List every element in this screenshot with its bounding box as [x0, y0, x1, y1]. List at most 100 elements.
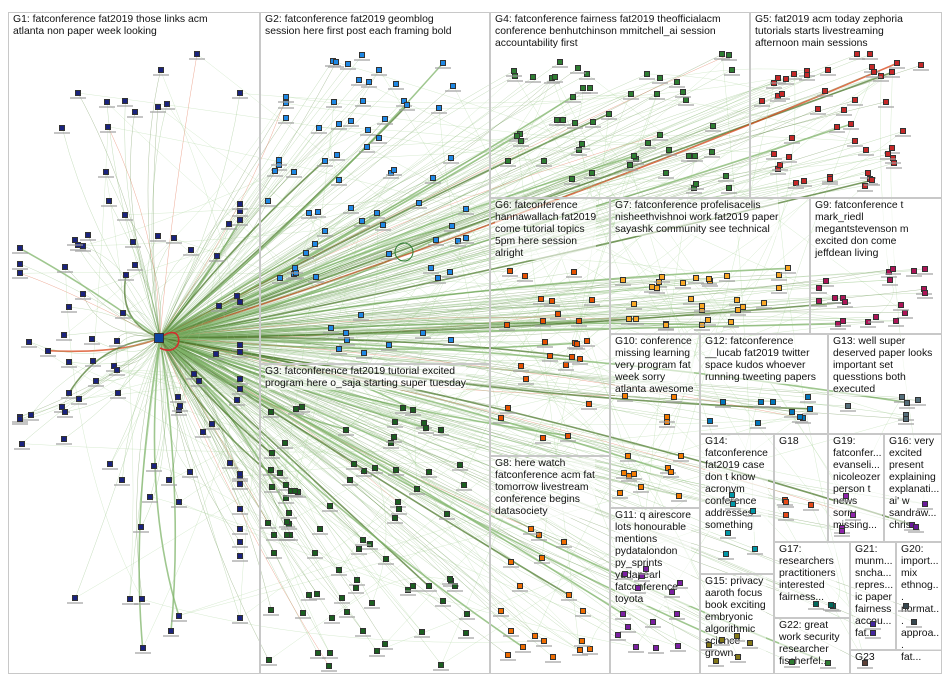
node-avatar — [705, 641, 712, 648]
node-avatar — [658, 273, 665, 280]
node-caption-mark — [535, 324, 552, 327]
node-caption-mark — [807, 607, 824, 610]
node-avatar — [902, 603, 909, 610]
node-avatar — [327, 325, 334, 332]
edge-line — [159, 306, 702, 339]
node-caption-mark — [342, 212, 359, 214]
node-avatar — [842, 299, 849, 306]
node-avatar — [621, 469, 627, 476]
node-caption-mark — [354, 635, 371, 638]
node-avatar — [692, 152, 699, 159]
node-avatar — [675, 492, 682, 499]
node-caption-mark — [84, 343, 101, 346]
node-avatar — [899, 128, 906, 135]
node-avatar — [709, 123, 716, 130]
node-avatar — [93, 377, 100, 384]
node-caption-mark — [578, 344, 595, 347]
edge-line — [159, 337, 575, 350]
node-avatar — [663, 322, 670, 329]
node-caption-mark — [276, 447, 293, 450]
edge-line — [159, 70, 808, 339]
node-caption-mark — [427, 243, 444, 246]
edge-line — [159, 155, 337, 339]
node-avatar — [175, 612, 182, 619]
node-avatar — [777, 162, 784, 169]
node-avatar — [166, 477, 173, 484]
node-caption-mark — [917, 296, 934, 299]
node-avatar — [282, 93, 289, 100]
edge-line — [159, 320, 579, 342]
node-avatar — [443, 510, 450, 517]
node-caption-mark — [649, 98, 666, 101]
node-caption-mark — [614, 284, 631, 287]
node-caption-mark — [133, 531, 150, 534]
node-avatar — [615, 631, 622, 638]
edge-line — [159, 337, 347, 431]
node-caption-mark — [778, 83, 795, 86]
node-avatar — [740, 304, 747, 311]
node-avatar — [17, 270, 23, 277]
edge-line — [159, 103, 286, 339]
node-caption-mark — [622, 98, 639, 101]
edge-line — [159, 337, 321, 530]
node-caption-mark — [531, 539, 548, 542]
node-avatar — [626, 161, 633, 168]
node-avatar — [357, 311, 364, 318]
node-avatar — [299, 403, 306, 410]
node-caption-mark — [627, 322, 644, 325]
node-caption-mark — [493, 421, 510, 424]
node-caption-mark — [435, 66, 452, 69]
node-caption-mark — [231, 559, 248, 562]
node-avatar — [439, 598, 446, 605]
node-caption-mark — [556, 546, 573, 549]
node-caption-mark — [746, 552, 763, 555]
node-avatar — [726, 51, 733, 58]
node-avatar — [460, 481, 467, 488]
group-box-g20: G20: import... mix ethnog... normat... a… — [896, 542, 942, 664]
node-avatar — [415, 199, 422, 206]
node-caption-mark — [271, 476, 288, 479]
group-label-g12: G12: fatconference __lucab fat2019 twitt… — [705, 336, 816, 384]
node-caption-mark — [55, 443, 72, 446]
node-caption-mark — [810, 305, 827, 308]
edge-line — [159, 300, 553, 339]
node-avatar — [105, 123, 112, 130]
edge-line — [309, 213, 501, 612]
node-caption-mark — [331, 573, 348, 576]
node-avatar — [540, 158, 547, 165]
node-caption-mark — [441, 275, 458, 278]
node-avatar — [120, 310, 127, 317]
node-caption-mark — [659, 425, 676, 428]
node-avatar — [268, 483, 275, 490]
node-caption-mark — [367, 472, 384, 475]
edge-line — [159, 299, 592, 339]
node-avatar — [369, 600, 376, 607]
edge-line — [159, 201, 269, 339]
node-avatar — [642, 566, 649, 573]
node-caption-mark — [511, 589, 528, 592]
edge-line — [65, 266, 143, 600]
edge-line — [159, 75, 515, 339]
node-avatar — [61, 408, 68, 415]
node-caption-mark — [458, 617, 475, 620]
node-avatar — [719, 398, 726, 405]
node-caption-mark — [700, 324, 717, 327]
node-avatar — [237, 342, 243, 349]
node-avatar — [414, 486, 421, 493]
node-avatar — [569, 93, 576, 100]
group-box-g2: G2: fatconference fat2019 geomblog sessi… — [260, 12, 490, 364]
node-caption-mark — [906, 626, 923, 629]
node-caption-mark — [611, 497, 628, 500]
group-label-g1: G1: fatconference fat2019 those links ac… — [13, 14, 208, 38]
node-avatar — [497, 608, 504, 615]
node-caption-mark — [548, 123, 565, 126]
node-caption-mark — [307, 247, 324, 250]
node-caption-mark — [616, 476, 632, 479]
node-caption-mark — [346, 468, 363, 471]
node-avatar — [282, 114, 289, 121]
node-avatar — [302, 249, 309, 256]
node-caption-mark — [232, 208, 248, 211]
node-avatar — [552, 73, 559, 80]
node-caption-mark — [505, 74, 522, 77]
node-caption-mark — [800, 401, 817, 404]
